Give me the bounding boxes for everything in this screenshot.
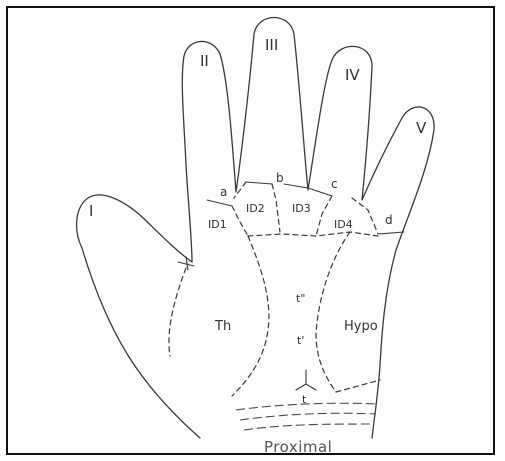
- interdigital-label-id4: ID4: [334, 218, 353, 231]
- id4-right-boundary: [352, 198, 378, 234]
- id2-id3-boundary: [272, 184, 280, 232]
- interdigital-label-id1: ID1: [208, 218, 227, 231]
- axial-label-t-prime: t': [297, 334, 304, 347]
- axial-triradius-right: [306, 384, 316, 390]
- thumb-crease: [178, 262, 194, 266]
- finger-label-middle: III: [265, 36, 278, 54]
- triradius-b-line-right: [284, 184, 308, 188]
- axial-triradius-left: [296, 384, 306, 390]
- triradius-c-line: [308, 188, 332, 196]
- triradius-label-c: c: [331, 177, 338, 191]
- finger-label-ring: IV: [345, 66, 360, 84]
- thenar-boundary: [169, 236, 269, 396]
- triradius-b-line-left: [246, 182, 272, 184]
- finger-label-index: II: [200, 52, 209, 70]
- hand-outline: [77, 18, 435, 439]
- axial-label-t: t: [302, 393, 307, 406]
- wrist-crease-3: [244, 424, 374, 430]
- wrist-crease-1: [236, 403, 378, 410]
- finger-label-thumb: I: [89, 202, 93, 220]
- triradius-d-line: [378, 232, 404, 234]
- triradius-label-a: a: [220, 185, 227, 199]
- triradius-label-d: d: [385, 213, 393, 227]
- hypothenar-boundary: [316, 232, 380, 392]
- id3-id4-boundary: [316, 196, 332, 236]
- interdigital-label-id3: ID3: [292, 202, 311, 215]
- region-label-hypo: Hypo: [344, 319, 378, 334]
- triradius-a-line: [207, 200, 232, 206]
- region-label-th: Th: [214, 319, 231, 334]
- distal-transverse-boundary: [248, 232, 378, 236]
- triradius-label-b: b: [276, 171, 284, 185]
- axial-label-t-double-prime: t": [296, 292, 305, 305]
- wrist-crease-2: [240, 413, 376, 420]
- proximal-label: Proximal: [264, 438, 332, 456]
- interdigital-label-id2: ID2: [246, 202, 265, 215]
- finger-label-little: V: [416, 119, 427, 137]
